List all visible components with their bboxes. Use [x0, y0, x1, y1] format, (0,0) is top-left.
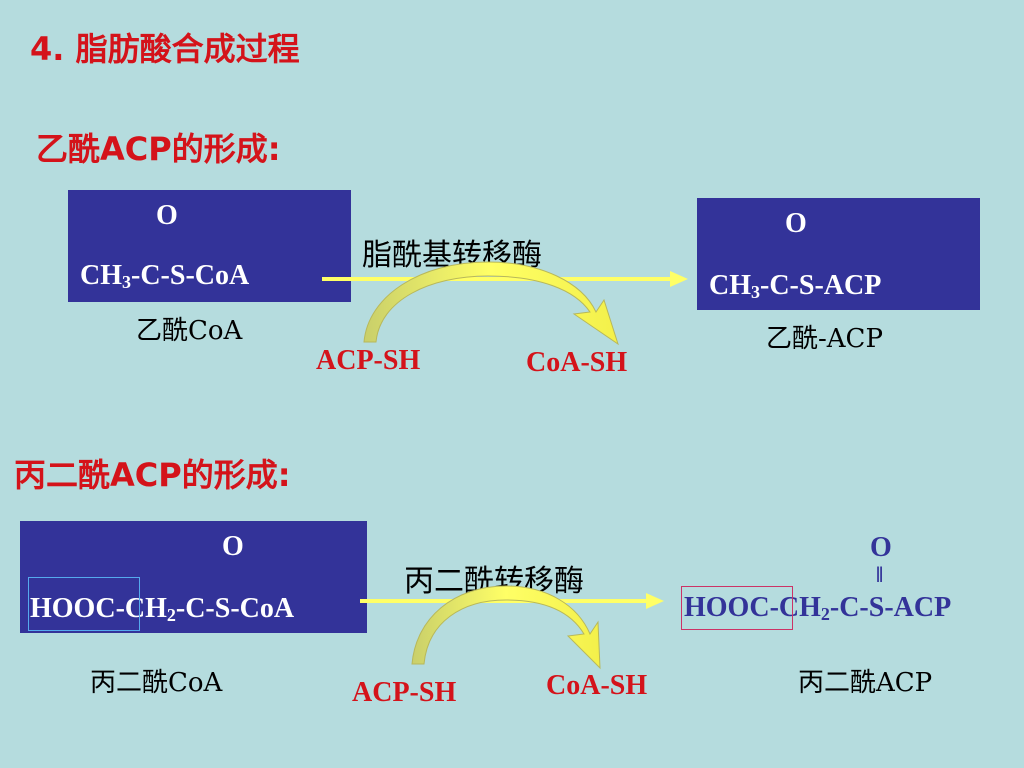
malonyl-coa-box: O HOOC-CH2-C-S-CoA — [20, 521, 367, 633]
malonyl-acp-name: 丙二酰ACP — [798, 668, 933, 698]
coa-sh-label-1: CoA-SH — [526, 347, 628, 378]
acp-sh-label-1: ACP-SH — [316, 345, 421, 376]
acetyl-acp-formula: CH3-C-S-ACP — [709, 270, 882, 302]
reaction1-curved-arrow — [363, 261, 619, 346]
malonyl-acp-double-bond: ‖ — [876, 562, 884, 587]
section1-heading: 乙酰ACP的形成: — [36, 130, 281, 168]
coa-sh-label-2: CoA-SH — [546, 670, 648, 701]
malonyl-acp-carbonyl-o: O — [870, 532, 892, 563]
acetyl-acp-box: O CH3-C-S-ACP — [697, 198, 980, 310]
acetyl-acp-name: 乙酰-ACP — [766, 324, 883, 354]
acp-sh-label-2: ACP-SH — [352, 677, 457, 708]
acetyl-coa-name: 乙酰CoA — [136, 316, 243, 346]
acetyl-coa-box: O CH3-C-S-CoA — [68, 190, 351, 302]
reaction2-arrow — [360, 593, 664, 609]
section2-heading: 丙二酰ACP的形成: — [14, 456, 291, 494]
acetyl-acp-carbonyl-o: O — [785, 208, 807, 239]
product-hooc-highlight-box — [681, 586, 793, 630]
malonyl-acp-formula: HOOC-CH2-C-S-ACP — [684, 592, 952, 624]
acetyl-coa-formula: CH3-C-S-CoA — [80, 260, 250, 292]
acetyl-coa-carbonyl-o: O — [156, 200, 178, 231]
page-title: 4. 脂肪酸合成过程 — [30, 30, 300, 68]
reaction1-arrow — [322, 271, 688, 287]
malonyl-coa-formula: HOOC-CH2-C-S-CoA — [30, 593, 295, 625]
hooc-highlight-box — [28, 577, 140, 631]
reaction2-curved-arrow — [411, 585, 601, 670]
malonyl-coa-name: 丙二酰CoA — [90, 668, 223, 698]
malonyl-coa-carbonyl-o: O — [222, 531, 244, 562]
